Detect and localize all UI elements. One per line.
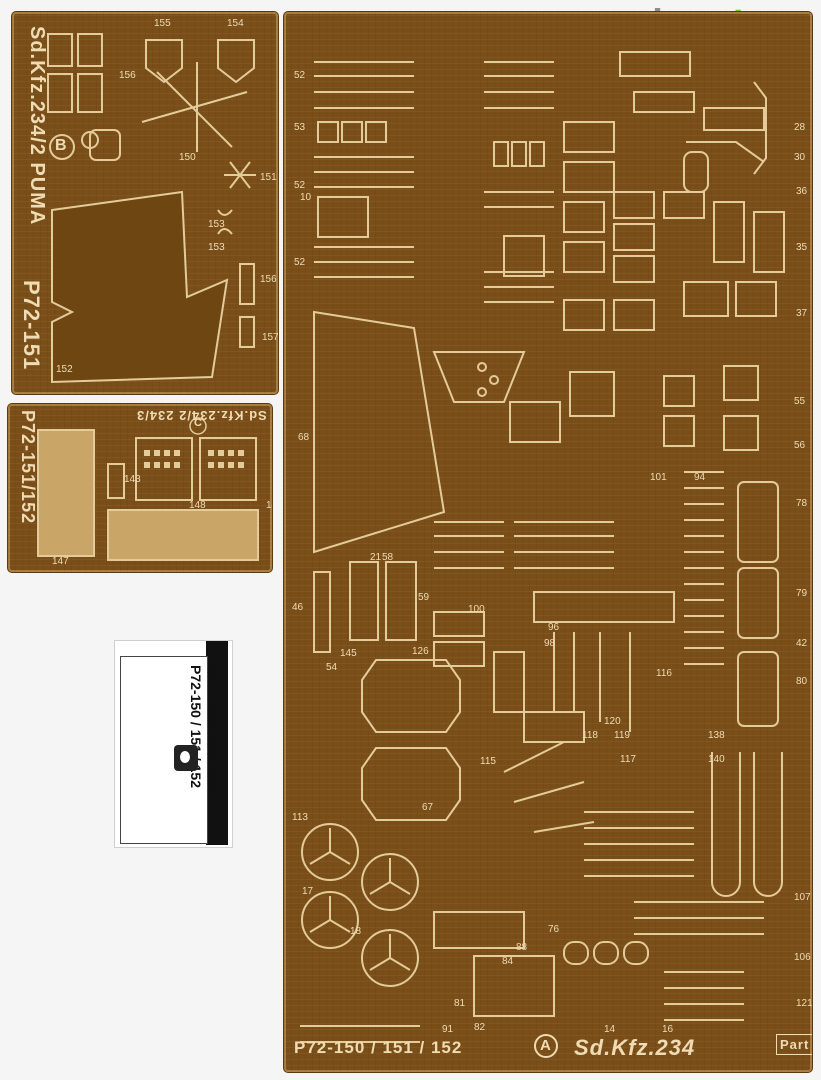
part-number-label: 115	[480, 756, 496, 767]
part-number-label: 119	[614, 730, 630, 741]
fret-puma: B Sd.Kfz.234/2 PUMA P72-151 155 154 156 150…	[12, 12, 278, 394]
part-number-label: 148	[189, 500, 206, 511]
part-number-label: 106	[794, 952, 811, 963]
fret-puma-code: P72-151	[19, 280, 44, 371]
part-number-label: 67	[422, 802, 434, 813]
part-number-label: 155	[154, 18, 171, 29]
part-number-label: 91	[442, 1024, 454, 1035]
part-number-label: 117	[620, 754, 636, 765]
part-number-label: 36	[796, 186, 808, 197]
part-number-label: 17	[302, 886, 314, 897]
fret-234-3-code: P72-151/152	[18, 410, 38, 525]
part-number-label: 81	[454, 998, 466, 1009]
part-number-label: 94	[694, 472, 706, 483]
part-number-label: 152	[56, 364, 73, 375]
fret-main-parts	[300, 51, 785, 1058]
part-number-label: 82	[474, 1022, 486, 1033]
fret-puma-name: Sd.Kfz.234/2 PUMA	[26, 26, 48, 226]
part-number-label: 157	[262, 332, 278, 343]
part-number-label: 54	[326, 662, 338, 673]
decal-sheet: Sd.Kfz.234/1 234/2 234/3 P72-150 / 151 /…	[114, 640, 233, 848]
part-number-label: 52	[294, 257, 306, 268]
part-number-label: 147	[52, 556, 69, 567]
part-number-label: 156	[119, 70, 136, 81]
part-number-label: 80	[796, 676, 808, 687]
part-number-label: 42	[796, 638, 808, 649]
decal-line-1: Sd.Kfz.234/1 234/2 234/3	[206, 665, 218, 791]
part-number-label: 101	[650, 472, 667, 483]
part-number-label: 53	[294, 122, 306, 133]
part-number-label: 56	[794, 440, 806, 451]
part-number-label: 98	[544, 638, 556, 649]
decal-emblem-icon	[174, 745, 198, 771]
marker-b: B	[55, 137, 68, 154]
part-number-label: 140	[708, 754, 725, 765]
part-number-label: 156	[260, 274, 277, 285]
part-number-label: 84	[502, 956, 514, 967]
part-number-label: 14	[604, 1024, 616, 1035]
part-number-label: 118	[582, 730, 598, 741]
part-number-label: 96	[548, 622, 560, 633]
part-number-label: 52	[294, 180, 306, 191]
decal-frame: Sd.Kfz.234/1 234/2 234/3 P72-150 / 151 /…	[120, 656, 218, 844]
main-fret-title: Sd.Kfz.234	[574, 1035, 696, 1060]
part-number-label: 100	[468, 604, 485, 615]
part-number-label: 37	[796, 308, 808, 319]
part-number-label: 59	[418, 592, 430, 603]
part-number-label: 121	[796, 998, 812, 1009]
plate-part-152	[51, 190, 229, 384]
fret-main: P72-150 / 151 / 152 A Sd.Kfz.234 Part 52…	[284, 12, 812, 1072]
brand-part-logo: Part	[776, 1034, 812, 1055]
part-number-label: 143	[124, 474, 141, 485]
part-number-label: 68	[298, 432, 310, 443]
marker-a: A	[540, 1037, 552, 1054]
part-number-label: 145	[340, 648, 357, 659]
part-number-label: 28	[794, 122, 806, 133]
part-number-label: 113	[292, 812, 308, 823]
marker-c: C	[194, 417, 203, 429]
part-number-label: 76	[548, 924, 560, 935]
part-number-label: 52	[294, 70, 306, 81]
part-number-label: 30	[794, 152, 806, 163]
part-number-label: 151	[260, 172, 277, 183]
main-fret-code: P72-150 / 151 / 152	[294, 1038, 463, 1057]
part-number-label: 126	[412, 646, 429, 657]
decal-backing-strip	[206, 641, 228, 845]
part-number-label: 138	[708, 730, 725, 741]
part-number-label: 16	[662, 1024, 674, 1035]
part-number-label: 88	[516, 942, 528, 953]
part-number-label: 79	[796, 588, 808, 599]
part-number-label: 46	[292, 602, 304, 613]
fret-puma-parts	[47, 33, 256, 384]
part-number-label: 35	[796, 242, 808, 253]
part-number-label: 18	[350, 926, 362, 937]
fret-234-3-parts	[37, 417, 259, 561]
part-number-label: 10	[300, 192, 312, 203]
part-number-label: 55	[794, 396, 806, 407]
part-number-label: 154	[227, 18, 244, 29]
part-number-label: 78	[796, 498, 808, 509]
part-number-label: 153	[208, 242, 225, 253]
part-number-label: 107	[794, 892, 811, 903]
part-number-label: 149	[266, 500, 272, 511]
part-number-label: 120	[604, 716, 621, 727]
part-number-label: 150	[179, 152, 196, 163]
part-number-label: 21	[370, 552, 382, 563]
part-number-label: 58	[382, 552, 394, 563]
part-number-label: 116	[656, 668, 672, 679]
part-number-label: 153	[208, 219, 225, 230]
